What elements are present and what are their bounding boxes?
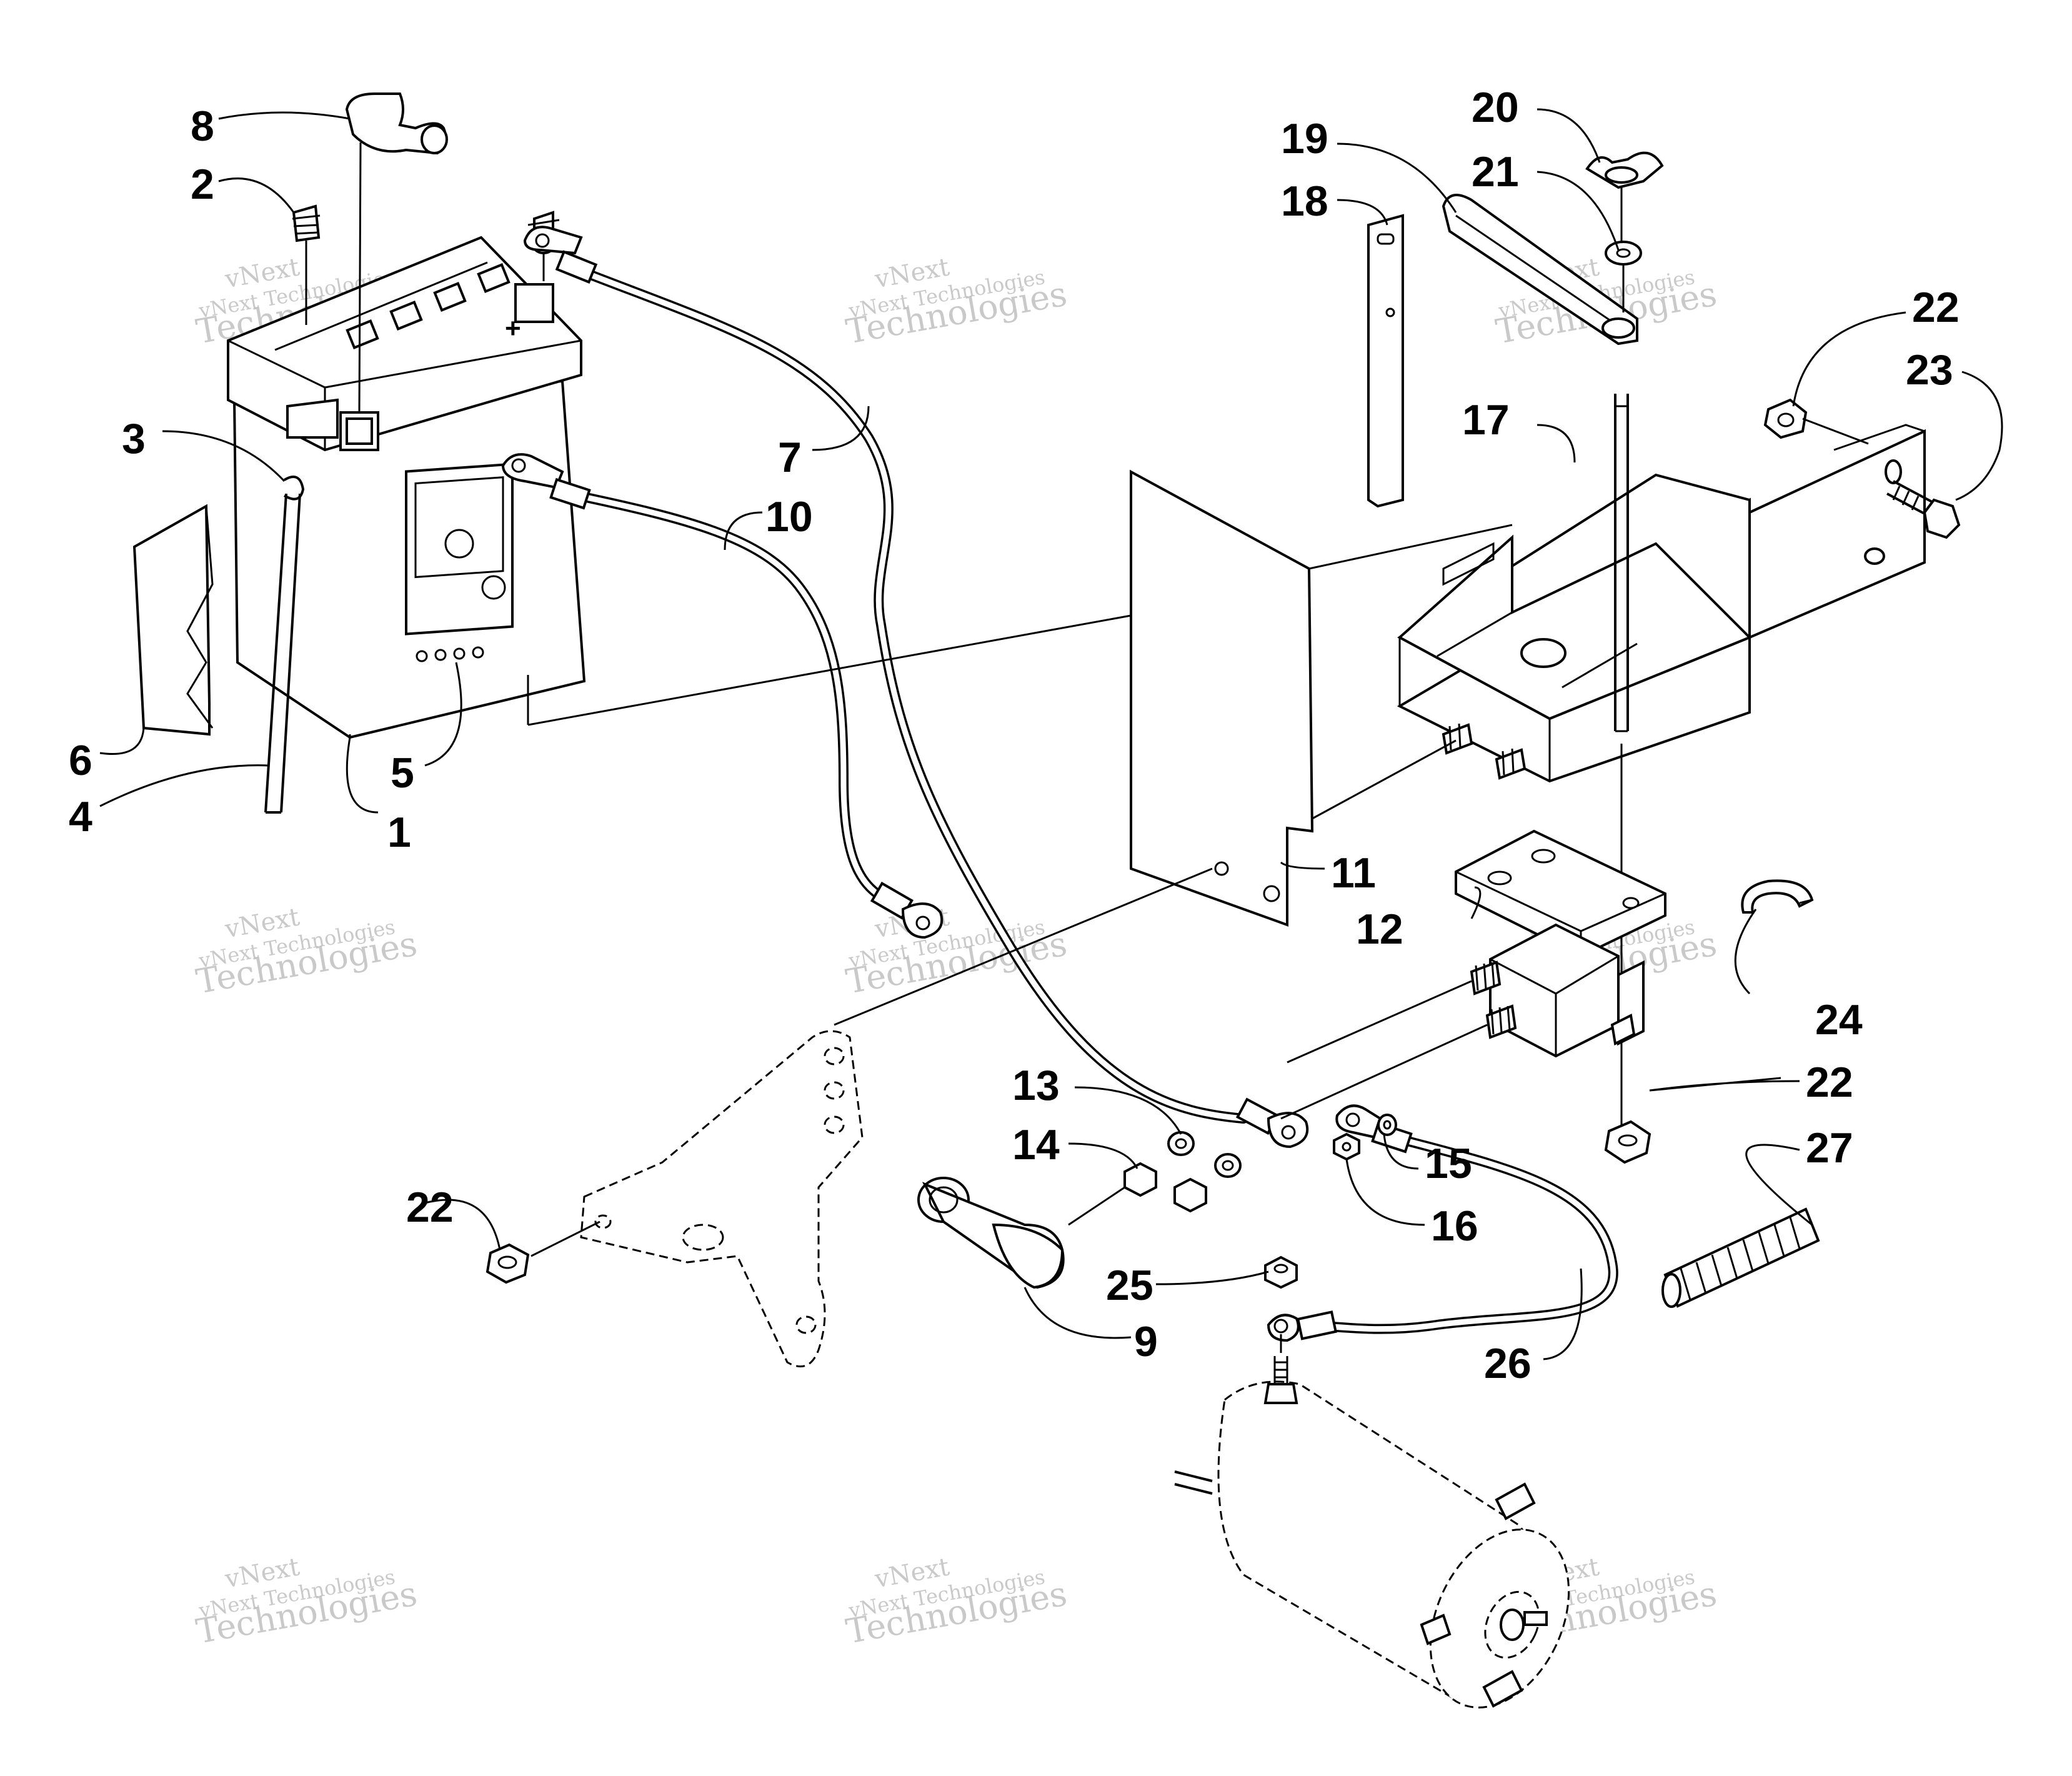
callout-24: 24	[1815, 996, 1863, 1044]
callout-4: 4	[69, 793, 92, 841]
leader-lines	[99, 108, 2003, 1360]
callout-11: 11	[1331, 849, 1376, 897]
callout-5: 5	[391, 749, 414, 797]
washer-13	[1167, 1131, 1242, 1178]
callout-2: 2	[191, 161, 214, 208]
wing-nut	[1585, 151, 1664, 244]
retaining-ring	[1741, 879, 1814, 914]
callout-14: 14	[1012, 1121, 1060, 1169]
nut-16	[1333, 1132, 1360, 1161]
callout-16: 16	[1431, 1202, 1478, 1250]
terminal-boot	[917, 1177, 1065, 1289]
watermark: vNext vNext Technologies Technologies	[193, 1552, 420, 1651]
starter-motor	[1174, 1334, 1570, 1709]
callout-21: 21	[1472, 148, 1519, 196]
watermark: vNext vNext Technologies Technologies	[843, 252, 1070, 351]
nut-22-right	[1604, 1120, 1651, 1164]
callout-17: 17	[1462, 396, 1510, 444]
callout-7: 7	[778, 434, 802, 481]
battery-tray	[1312, 424, 1926, 820]
callout-25: 25	[1106, 1262, 1153, 1309]
callout-8: 8	[191, 102, 214, 150]
nut-22-left	[486, 1220, 600, 1284]
watermark: vNext vNext Technologies Technologies	[193, 902, 420, 1001]
callout-1: 1	[387, 809, 411, 856]
cable-10	[501, 453, 944, 939]
cable-7	[523, 211, 1309, 1149]
reference-bracket	[580, 867, 1213, 1368]
callout-12: 12	[1356, 905, 1403, 953]
strap-19	[1442, 194, 1638, 346]
positive-terminal	[514, 283, 554, 323]
strap-18	[1367, 214, 1404, 508]
watermark: vNext vNext Technologies Technologies	[843, 1552, 1070, 1651]
callout-22-top: 22	[1912, 284, 1960, 331]
callout-6: 6	[69, 737, 92, 784]
callout-23: 23	[1906, 346, 1953, 394]
callout-15: 15	[1425, 1140, 1472, 1187]
callout-27: 27	[1806, 1124, 1853, 1172]
nut-22-top	[1763, 398, 1869, 445]
battery-pad	[132, 504, 211, 736]
callout-9: 9	[1134, 1318, 1158, 1365]
nut-25	[1264, 1255, 1298, 1289]
callout-22-left: 22	[406, 1184, 454, 1231]
cable-26	[1267, 1104, 1618, 1342]
callout-20: 20	[1472, 84, 1519, 131]
callout-13: 13	[1012, 1062, 1060, 1109]
washer-21	[1605, 241, 1642, 312]
battery: +	[132, 92, 586, 814]
spring-27	[1661, 1207, 1820, 1308]
callout-26: 26	[1484, 1340, 1532, 1387]
battery-top	[227, 236, 582, 452]
solenoid	[1280, 829, 1666, 1120]
callout-10: 10	[765, 493, 813, 541]
bolt-23	[1886, 480, 1961, 539]
battery-cap	[292, 204, 321, 242]
callout-22-right: 22	[1806, 1059, 1853, 1106]
callout-18: 18	[1281, 177, 1328, 225]
nut-14	[1068, 1162, 1207, 1226]
callout-19: 19	[1281, 115, 1328, 162]
mounting-plate	[527, 469, 1513, 927]
washer-15	[1377, 1114, 1397, 1136]
callout-3: 3	[122, 415, 146, 462]
callouts: 8 2 3 6 4 5 1 7 10 11 12 13 14 15 16 17 …	[69, 84, 1960, 1387]
positive-mark: +	[505, 313, 521, 344]
